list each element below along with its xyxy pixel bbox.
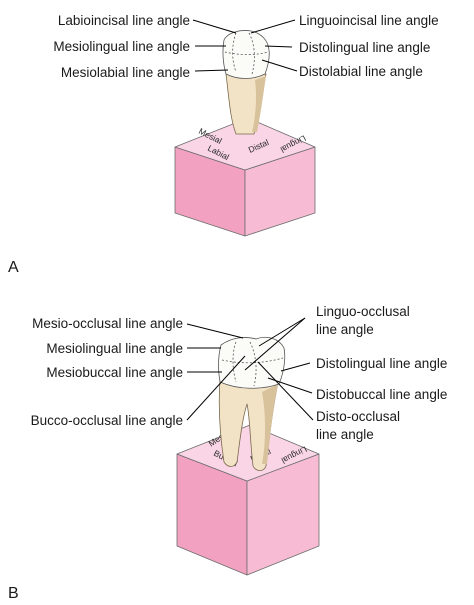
leader-distolabial: [261, 59, 298, 72]
leader-disto-occlusal: [257, 361, 314, 421]
label-mesiolingual-b: Mesiolingual line angle: [46, 341, 183, 356]
label-disto-occlusal-line2: line angle: [316, 427, 374, 442]
molar-tooth: [218, 336, 286, 471]
molar-root-shade: [262, 384, 278, 464]
label-linguo-occlusal-line1: Linguo-occlusal: [316, 304, 410, 319]
panel-b: Mesial Buccal Distal Lingual Mesio-occlu…: [8, 304, 447, 602]
cube-a-top-face: [174, 117, 316, 171]
panel-b-letter: B: [8, 585, 19, 602]
incisor-tooth: [222, 30, 270, 135]
leader-linguoincisal: [250, 19, 296, 34]
cube-a: [174, 117, 316, 237]
label-distolingual-b: Distolingual line angle: [316, 356, 447, 371]
label-disto-occlusal-line1: Disto-occlusal: [316, 409, 400, 424]
label-distolabial: Distolabial line angle: [299, 64, 423, 79]
leader-distolingual-b: [280, 362, 311, 372]
label-linguo-occlusal-line2: line angle: [316, 322, 374, 337]
label-labioincisal: Labioincisal line angle: [58, 13, 190, 28]
label-mesiobuccal: Mesiobuccal line angle: [46, 365, 183, 380]
leader-mesiolabial: [194, 69, 229, 72]
panel-a: Mesial Labial Distal Lingual Labioincisa…: [8, 13, 439, 276]
incisor-crown-dashes: [224, 32, 269, 75]
leader-bucco-occlusal: [186, 355, 246, 421]
cube-b: [176, 424, 320, 576]
label-distolingual-a: Distolingual line angle: [299, 40, 430, 55]
label-mesiolabial: Mesiolabial line angle: [61, 65, 190, 80]
panel-a-letter: A: [8, 259, 19, 276]
leader-linguo-occlusal-2: [244, 317, 306, 371]
leader-linguo-occlusal-1: [258, 317, 306, 347]
incisor-root-shade: [252, 76, 266, 132]
label-bucco-occlusal: Bucco-occlusal line angle: [31, 413, 183, 428]
molar-crown-dashes: [221, 341, 284, 387]
label-mesio-occlusal: Mesio-occlusal line angle: [32, 316, 183, 331]
leader-labioincisal: [192, 19, 237, 34]
label-distobuccal: Distobuccal line angle: [316, 387, 447, 402]
label-mesiolingual-a: Mesiolingual line angle: [53, 39, 190, 54]
leader-mesio-occlusal: [186, 323, 244, 339]
leader-distolingual-a: [264, 45, 293, 48]
label-linguoincisal: Linguoincisal line angle: [299, 13, 439, 28]
